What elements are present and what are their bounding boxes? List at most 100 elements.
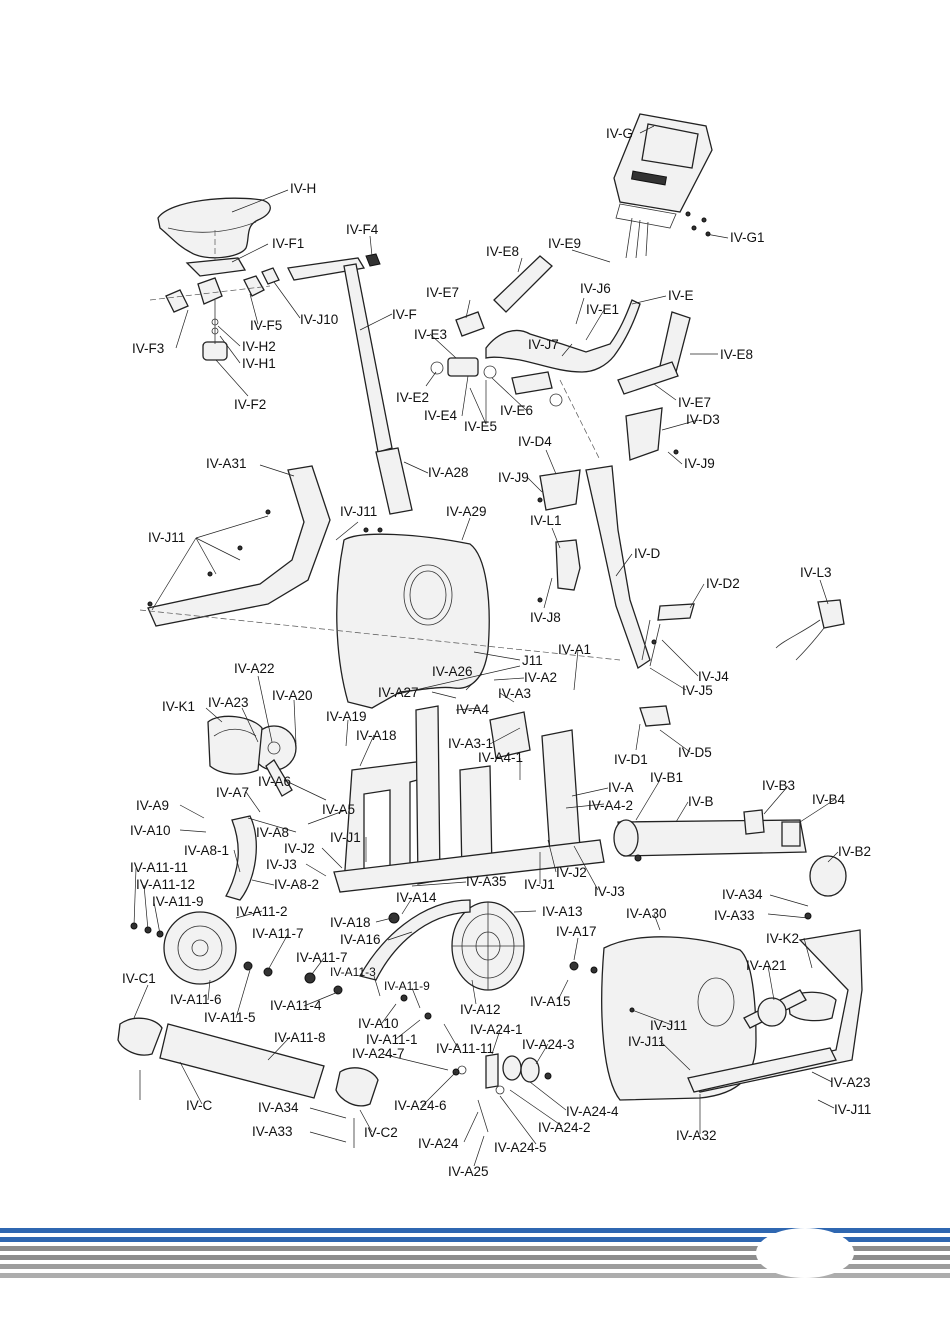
label-IV-J7: IV-J7 bbox=[528, 337, 559, 352]
label-IV-A24-1: IV-A24-1 bbox=[470, 1022, 523, 1037]
label-IV-A11-11-lower: IV-A11-11 bbox=[436, 1041, 494, 1056]
label-IV-A28: IV-A28 bbox=[428, 465, 469, 480]
label-IV-A11-12: IV-A11-12 bbox=[136, 877, 195, 892]
label-IV-A30: IV-A30 bbox=[626, 906, 667, 921]
part-labels: IV-H IV-F1 IV-F4 IV-F3 IV-F5 IV-J10 IV-F… bbox=[122, 126, 871, 1179]
label-IV-F2: IV-F2 bbox=[234, 397, 266, 412]
label-IV-A8-1: IV-A8-1 bbox=[184, 843, 229, 858]
stripe-gray-4 bbox=[0, 1273, 950, 1278]
label-IV-A11-8: IV-A11-8 bbox=[274, 1030, 326, 1045]
label-IV-J10: IV-J10 bbox=[300, 312, 338, 327]
label-IV-K2: IV-K2 bbox=[766, 931, 799, 946]
label-IV-J2: IV-J2 bbox=[284, 841, 315, 856]
left-shroud-part bbox=[336, 533, 490, 709]
label-IV-A15: IV-A15 bbox=[530, 994, 571, 1009]
label-J11: J11 bbox=[522, 653, 543, 668]
label-IV-J11-right: IV-J11 bbox=[650, 1018, 687, 1033]
label-IV-D1: IV-D1 bbox=[614, 752, 648, 767]
label-IV-A5: IV-A5 bbox=[322, 802, 355, 817]
label-IV-E3: IV-E3 bbox=[414, 327, 447, 342]
label-IV-A11-11: IV-A11-11 bbox=[130, 860, 188, 875]
stabilizer-part bbox=[617, 819, 807, 857]
label-IV-B4: IV-B4 bbox=[812, 792, 846, 807]
seat-bracket-part bbox=[185, 257, 247, 277]
label-IV-A11-5: IV-A11-5 bbox=[204, 1010, 256, 1025]
label-IV-C: IV-C bbox=[186, 1098, 213, 1113]
end-cap-right-part bbox=[335, 1067, 379, 1107]
slider-cap-part bbox=[261, 267, 280, 285]
label-IV-A11-4: IV-A11-4 bbox=[270, 998, 322, 1013]
pedals bbox=[207, 715, 837, 1022]
label-IV-A11-2: IV-A11-2 bbox=[236, 904, 288, 919]
label-IV-A14: IV-A14 bbox=[396, 890, 437, 905]
seat-part bbox=[157, 197, 271, 259]
label-IV-K1: IV-K1 bbox=[162, 699, 195, 714]
label-IV-A24-4: IV-A24-4 bbox=[566, 1104, 619, 1119]
label-IV-A2: IV-A2 bbox=[524, 670, 557, 685]
label-IV-G1: IV-G1 bbox=[730, 230, 765, 245]
label-IV-A10-lower: IV-A10 bbox=[358, 1016, 399, 1031]
mast-part bbox=[585, 465, 651, 670]
leader-lines bbox=[133, 125, 839, 1167]
label-IV-L1: IV-L1 bbox=[530, 513, 562, 528]
label-IV-A3: IV-A3 bbox=[498, 686, 531, 701]
label-IV-E8-right: IV-E8 bbox=[720, 347, 753, 362]
label-IV-A13: IV-A13 bbox=[542, 904, 583, 919]
label-IV-A33-lower: IV-A33 bbox=[252, 1124, 293, 1139]
label-IV-A11-1: IV-A11-1 bbox=[366, 1032, 418, 1047]
label-IV-A3-1: IV-A3-1 bbox=[448, 736, 493, 751]
label-IV-A24-5: IV-A24-5 bbox=[494, 1140, 547, 1155]
label-IV-D: IV-D bbox=[634, 546, 661, 561]
label-IV-H1: IV-H1 bbox=[242, 356, 276, 371]
label-IV-A23: IV-A23 bbox=[208, 695, 249, 710]
right-shroud-part bbox=[601, 936, 757, 1101]
label-IV-A24-2: IV-A24-2 bbox=[538, 1120, 591, 1135]
flywheel-part bbox=[163, 911, 237, 985]
label-IV-B3: IV-B3 bbox=[762, 778, 795, 793]
foam-grip-left-upper bbox=[493, 255, 553, 313]
label-IV-A20: IV-A20 bbox=[272, 688, 313, 703]
label-IV-J4: IV-J4 bbox=[698, 669, 729, 684]
label-IV-A22: IV-A22 bbox=[234, 661, 275, 676]
seat-clamp-left-part bbox=[165, 289, 189, 313]
label-IV-C2: IV-C2 bbox=[364, 1125, 398, 1140]
seat-post-vertical bbox=[343, 263, 393, 453]
bottle-holder-part bbox=[555, 539, 581, 591]
label-IV-A18-lower: IV-A18 bbox=[330, 915, 371, 930]
seat-post-assembly bbox=[287, 253, 413, 515]
label-IV-A33: IV-A33 bbox=[714, 908, 755, 923]
label-IV-H2: IV-H2 bbox=[242, 339, 276, 354]
label-IV-A16: IV-A16 bbox=[340, 932, 381, 947]
foam-grip-lower bbox=[617, 361, 679, 395]
pedal-left-part bbox=[207, 715, 263, 775]
label-IV-J1: IV-J1 bbox=[330, 830, 361, 845]
label-IV-A29: IV-A29 bbox=[446, 504, 487, 519]
label-IV-G: IV-G bbox=[606, 126, 633, 141]
label-IV-A11-7: IV-A11-7 bbox=[252, 926, 304, 941]
tension-arm bbox=[457, 1053, 540, 1133]
label-IV-A27: IV-A27 bbox=[378, 685, 419, 700]
label-IV-A26: IV-A26 bbox=[432, 664, 473, 679]
label-IV-F3: IV-F3 bbox=[132, 341, 164, 356]
stripe-gray-1 bbox=[0, 1246, 950, 1251]
label-IV-B1: IV-B1 bbox=[650, 770, 683, 785]
label-IV-L3: IV-L3 bbox=[800, 565, 832, 580]
label-IV-A11-9-lower: IV-A11-9 bbox=[384, 979, 430, 993]
label-IV-A25: IV-A25 bbox=[448, 1164, 489, 1179]
label-IV-J8: IV-J8 bbox=[530, 610, 561, 625]
label-IV-A17: IV-A17 bbox=[556, 924, 597, 939]
end-cap-left-part bbox=[117, 1017, 163, 1056]
seat-clamp-right-part bbox=[243, 275, 265, 297]
label-IV-J3-right: IV-J3 bbox=[594, 884, 625, 899]
label-IV-J11-top: IV-J11 bbox=[340, 504, 377, 519]
label-IV-E8: IV-E8 bbox=[486, 244, 519, 259]
label-IV-J5: IV-J5 bbox=[682, 683, 713, 698]
label-IV-J9: IV-J9 bbox=[498, 470, 529, 485]
label-IV-D3: IV-D3 bbox=[686, 412, 720, 427]
label-IV-A24-3: IV-A24-3 bbox=[522, 1037, 575, 1052]
label-IV-A1: IV-A1 bbox=[558, 642, 591, 657]
rear-cover-part bbox=[147, 465, 331, 627]
label-IV-A32: IV-A32 bbox=[676, 1128, 717, 1143]
label-IV-J11-lower: IV-J11 bbox=[628, 1034, 665, 1049]
label-IV-A18: IV-A18 bbox=[356, 728, 397, 743]
